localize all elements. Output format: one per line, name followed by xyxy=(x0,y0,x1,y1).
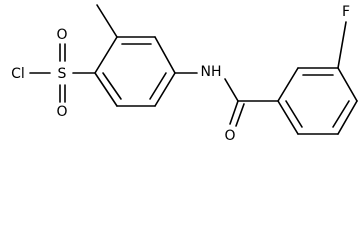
sulfonyl-chloride-group: Cl S O O xyxy=(11,27,96,120)
oxygen-bottom-label: O xyxy=(56,104,67,120)
left-benzene-ring xyxy=(94,36,176,107)
methyl-bond xyxy=(96,4,118,38)
bond xyxy=(149,72,167,100)
right-benzene-ring xyxy=(237,67,358,135)
carbonyl-oxygen-label: O xyxy=(224,128,235,144)
bond xyxy=(94,72,118,107)
bond xyxy=(332,100,350,128)
chlorine-label: Cl xyxy=(11,66,25,82)
bond xyxy=(277,67,299,102)
fluorine-label: F xyxy=(342,4,350,20)
bond xyxy=(94,36,118,74)
bond xyxy=(285,100,303,128)
amine-nh-label: NH xyxy=(201,64,222,80)
sulfur-label: S xyxy=(58,66,67,82)
bond xyxy=(277,100,299,135)
bond xyxy=(235,103,245,127)
bond xyxy=(337,100,358,135)
bond xyxy=(224,78,239,102)
oxygen-top-label: O xyxy=(56,27,67,43)
bond xyxy=(154,72,176,107)
bond xyxy=(229,100,239,125)
fluoro-bond xyxy=(337,21,347,69)
molecule-diagram: Cl S O O NH O F xyxy=(11,4,358,144)
bond xyxy=(154,36,176,74)
bond xyxy=(337,67,358,102)
amide-linkage: NH O xyxy=(174,64,245,144)
bond xyxy=(102,72,122,100)
